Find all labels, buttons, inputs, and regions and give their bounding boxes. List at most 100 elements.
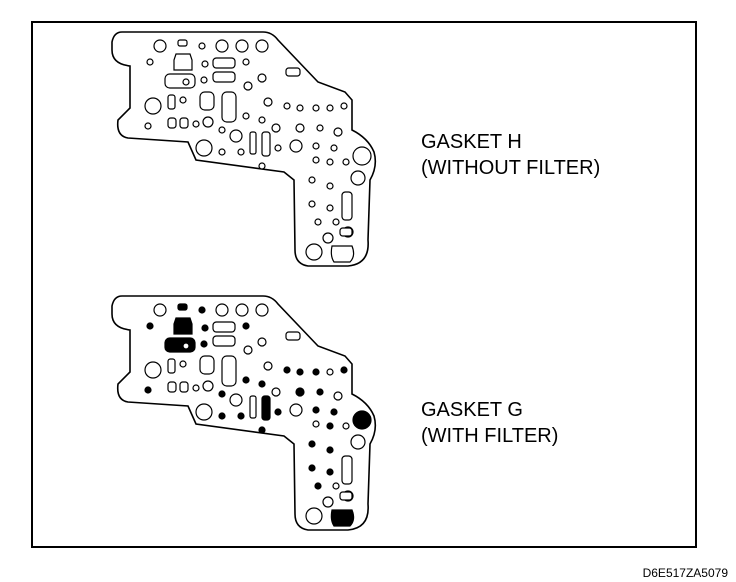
- gasket-hole: [330, 144, 338, 152]
- gasket-hole: [332, 218, 340, 226]
- gasket-hole: [177, 39, 188, 47]
- gasket-hole: [242, 58, 250, 66]
- gasket-hole: [285, 331, 301, 341]
- gasket-hole-filtered: [144, 386, 152, 394]
- gasket-hole: [195, 403, 213, 421]
- gasket-hole: [326, 104, 334, 112]
- gasket-hole: [215, 303, 229, 317]
- gasket-hole-filtered: [218, 390, 226, 398]
- gasket-hole: [289, 403, 303, 417]
- gasket-hole: [296, 104, 304, 112]
- gasket-hole-filtered: [326, 446, 334, 454]
- gasket-hole: [263, 361, 273, 371]
- gasket-hole: [342, 422, 350, 430]
- gasket-hole: [305, 507, 323, 525]
- gasket-hole-filtered: [201, 324, 209, 332]
- gasket-hole: [342, 158, 350, 166]
- gasket-hole: [314, 218, 322, 226]
- gasket-hole: [200, 76, 208, 84]
- gasket-hole: [312, 156, 320, 164]
- gasket-hole-filtered: [261, 395, 271, 421]
- gasket-hole: [352, 146, 372, 166]
- gasket-hole: [212, 335, 236, 347]
- gasket-hole: [295, 123, 305, 133]
- gasket-hole: [249, 395, 257, 419]
- gasket-hole-filtered: [173, 317, 193, 335]
- gasket-hole: [221, 91, 237, 123]
- gasket-hole: [255, 39, 269, 53]
- gasket-hole: [218, 148, 226, 156]
- gasket-hole: [179, 96, 187, 104]
- gasket-hole: [218, 126, 226, 134]
- gasket-hole: [333, 127, 343, 137]
- gasket-hole-filtered: [258, 426, 266, 434]
- gasket-hole: [201, 60, 209, 68]
- gasket-hole-filtered: [164, 337, 196, 353]
- gasket-hole: [167, 117, 177, 129]
- gasket-hole: [243, 81, 253, 91]
- gasket-hole: [283, 102, 291, 110]
- gasket-hole: [326, 158, 334, 166]
- gasket-hole: [339, 491, 353, 501]
- gasket-hole: [229, 129, 243, 143]
- gasket-hole-filtered: [312, 368, 320, 376]
- gasket-hole-filtered: [242, 376, 250, 384]
- gasket-hole-filtered: [296, 368, 304, 376]
- gasket-hole-filtered: [177, 303, 188, 311]
- gasket-hole: [167, 94, 176, 110]
- gasket-hole: [202, 380, 214, 392]
- gasket-hole: [144, 97, 162, 115]
- gasket-hole: [243, 345, 253, 355]
- gasket-hole: [202, 116, 214, 128]
- gasket-hole: [167, 358, 176, 374]
- gasket-hole: [326, 204, 334, 212]
- gasket-hole: [326, 368, 334, 376]
- gasket-hole: [167, 381, 177, 393]
- gasket-hole: [257, 337, 267, 347]
- gasket-hole-filtered: [237, 412, 245, 420]
- gasket-hole-filtered: [308, 464, 316, 472]
- gasket-hole-filtered: [330, 408, 338, 416]
- gasket-hole: [263, 97, 273, 107]
- gasket-hole: [285, 67, 301, 77]
- gasket-hole: [289, 139, 303, 153]
- reference-code: D6E517ZA5079: [642, 566, 728, 580]
- gasket-hole-filtered: [274, 408, 282, 416]
- gasket-g-drawing: [111, 295, 377, 531]
- gasket-hole: [249, 131, 257, 155]
- gasket-hole: [258, 116, 266, 124]
- gasket-hole-filtered: [218, 412, 226, 420]
- gasket-hole: [198, 42, 206, 50]
- gasket-hole: [261, 131, 271, 157]
- gasket-g-title: GASKET G: [421, 399, 523, 421]
- gasket-hole: [350, 434, 366, 450]
- gasket-hole-filtered: [326, 468, 334, 476]
- gasket-hole: [235, 39, 249, 53]
- gasket-hole: [258, 162, 266, 170]
- gasket-hole: [179, 381, 189, 393]
- gasket-hole-filtered: [198, 306, 206, 314]
- gasket-hole: [326, 182, 334, 190]
- gasket-hole-filtered: [330, 509, 355, 527]
- gasket-hole-filtered: [326, 422, 334, 430]
- gasket-hole-filtered: [316, 388, 324, 396]
- gasket-hole: [340, 102, 348, 110]
- gasket-hole: [312, 104, 320, 112]
- gasket-hole: [312, 142, 320, 150]
- gasket-hole: [322, 232, 334, 244]
- gasket-hole: [144, 122, 152, 130]
- gasket-hole-filtered: [146, 322, 154, 330]
- gasket-hole-filtered: [295, 387, 305, 397]
- gasket-hole: [308, 176, 316, 184]
- gasket-hole: [330, 245, 355, 263]
- diagram-frame: [31, 21, 697, 548]
- gasket-hole: [274, 144, 282, 152]
- gasket-hole: [164, 73, 196, 89]
- gasket-g-subtitle: (WITH FILTER): [421, 425, 559, 447]
- gasket-hole-filtered: [352, 410, 372, 430]
- gasket-hole-filtered: [200, 340, 208, 348]
- gasket-plate-outline: [111, 31, 377, 267]
- gasket-hole: [312, 420, 320, 428]
- gasket-hole-filtered: [340, 366, 348, 374]
